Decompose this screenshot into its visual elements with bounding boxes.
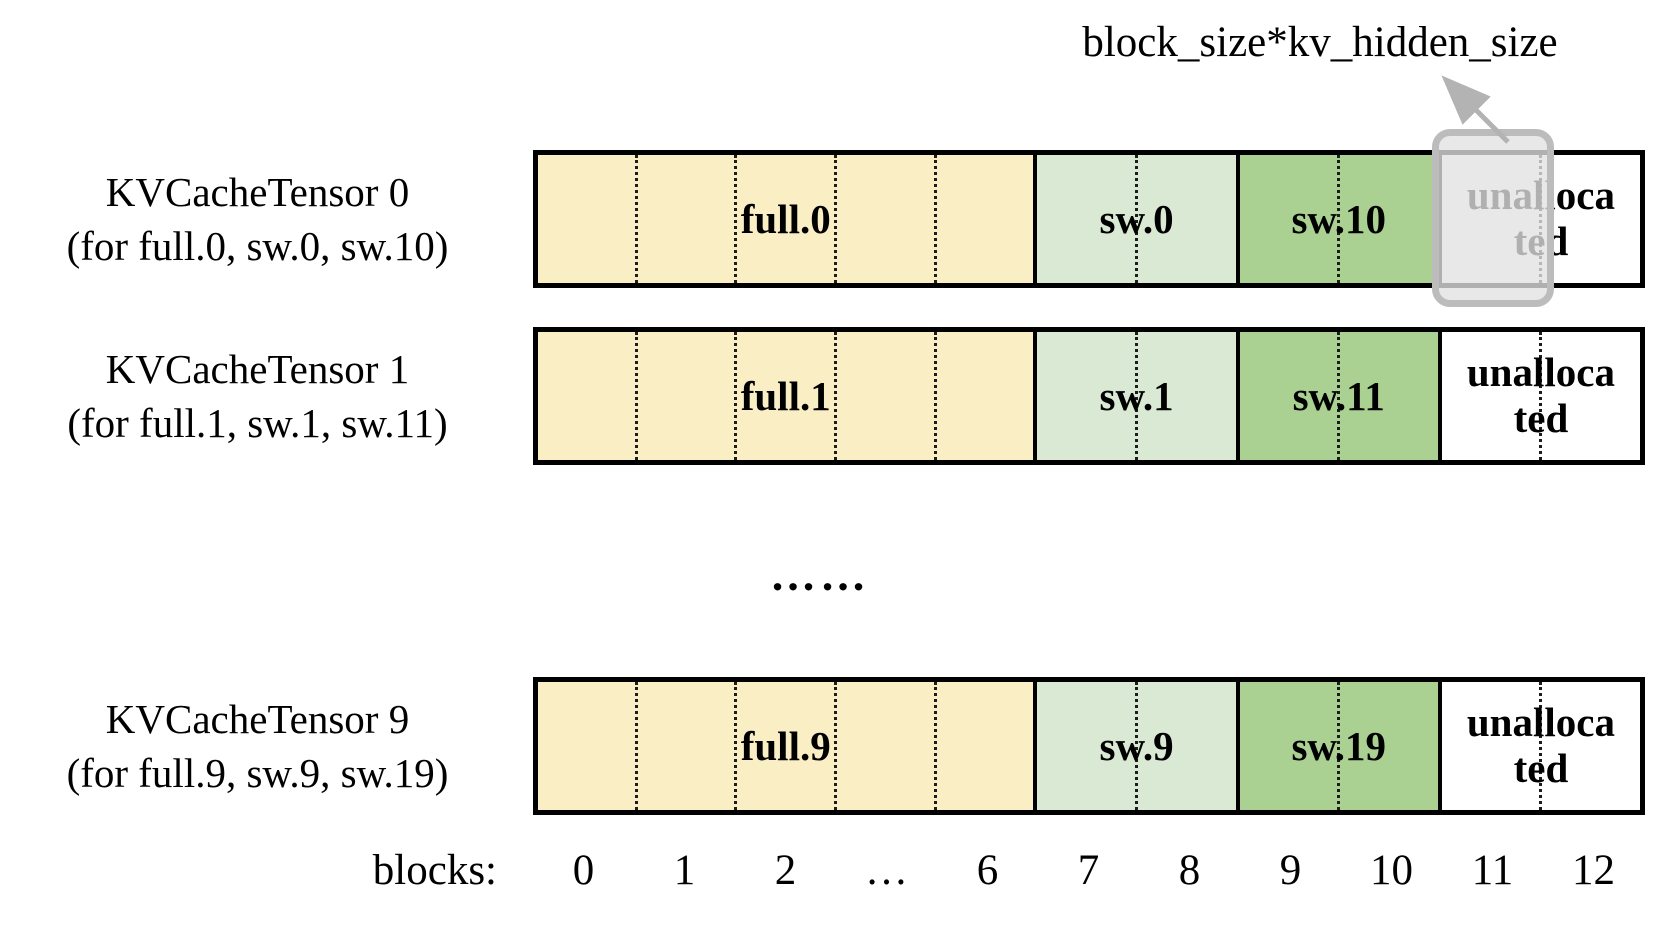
block-cell [538,332,635,460]
axis-tick-7: 7 [1077,847,1100,894]
sw-section: sw.0 [1033,155,1236,283]
tensor-row-0-label: KVCacheTensor 0 (for full.0, sw.0, sw.10… [15,150,500,288]
block-cell [933,682,1034,810]
tensor-row-9-bar: full.9 sw.9 sw.19 unalloca ted [533,677,1645,815]
tensor-row-1-bar: full.1 sw.1 sw.11 unalloca ted [533,327,1645,465]
axis-tick-11: 11 [1471,847,1514,894]
block-cell [734,155,834,283]
full-section: full.1 [538,332,1034,460]
block-cell [1539,682,1640,810]
block-cell [634,332,735,460]
sw2-section: sw.19 [1235,682,1438,810]
block-cell [1037,682,1135,810]
full-section: full.0 [538,155,1034,283]
block-cell [834,682,934,810]
block-cell [1539,155,1640,283]
sw2-section: sw.11 [1235,332,1438,460]
block-cell [1135,332,1236,460]
sw-section: sw.1 [1033,332,1236,460]
arrow-icon [1430,72,1520,148]
full-section: full.9 [538,682,1034,810]
sw-section: sw.9 [1033,682,1236,810]
block-cell [834,155,934,283]
tensor-row-9-subtitle: (for full.9, sw.9, sw.19) [66,750,449,796]
block-cell [1135,155,1236,283]
block-cell [1037,155,1135,283]
tensor-row-1-title: KVCacheTensor 1 [105,345,410,392]
block-cell [634,682,735,810]
block-cell [1240,332,1338,460]
tensor-row-0-subtitle: (for full.0, sw.0, sw.10) [66,223,449,269]
tensor-row-9-title: KVCacheTensor 9 [105,695,410,742]
tensor-row-1-label: KVCacheTensor 1 (for full.1, sw.1, sw.11… [15,327,500,465]
block-size-highlight-box [1432,129,1554,307]
block-cell [538,155,635,283]
block-cell [634,155,735,283]
blocks-axis: blocks: 0 1 2 … 6 7 8 9 10 11 12 [0,846,1676,906]
axis-tick-9: 9 [1279,847,1302,894]
block-cell [933,155,1034,283]
axis-tick-6: 6 [976,847,999,894]
unallocated-section: unalloca ted [1437,332,1641,460]
block-cell [1442,682,1540,810]
block-cell [933,332,1034,460]
block-cell [538,682,635,810]
block-cell [734,682,834,810]
block-cell [1240,155,1338,283]
unallocated-section: unalloca ted [1437,682,1641,810]
block-cell [734,332,834,460]
rows-ellipsis: …… [770,549,870,600]
axis-tick-0: 0 [572,847,595,894]
blocks-axis-prefix: blocks: [372,847,497,894]
tensor-row-1-subtitle: (for full.1, sw.1, sw.11) [67,400,448,446]
axis-tick-8: 8 [1178,847,1201,894]
block-cell [1539,332,1640,460]
block-cell [1037,332,1135,460]
block-cell [1337,332,1438,460]
tensor-row-1: KVCacheTensor 1 (for full.1, sw.1, sw.11… [0,327,1676,465]
axis-tick-1: 1 [673,847,696,894]
axis-tick-12: 12 [1572,847,1615,894]
block-cell [1442,332,1540,460]
block-cell [1337,682,1438,810]
tensor-row-9: KVCacheTensor 9 (for full.9, sw.9, sw.19… [0,677,1676,815]
axis-tick-dots: … [865,847,908,894]
tensor-row-0: KVCacheTensor 0 (for full.0, sw.0, sw.10… [0,150,1676,288]
axis-tick-10: 10 [1370,847,1413,894]
sw2-section: sw.10 [1235,155,1438,283]
axis-tick-2: 2 [774,847,797,894]
block-cell [1337,155,1438,283]
block-size-annotation-label: block_size*kv_hidden_size [1082,19,1558,66]
tensor-row-0-title: KVCacheTensor 0 [105,168,410,215]
block-cell [1135,682,1236,810]
block-cell [834,332,934,460]
tensor-row-9-label: KVCacheTensor 9 (for full.9, sw.9, sw.19… [15,677,500,815]
block-cell [1240,682,1338,810]
